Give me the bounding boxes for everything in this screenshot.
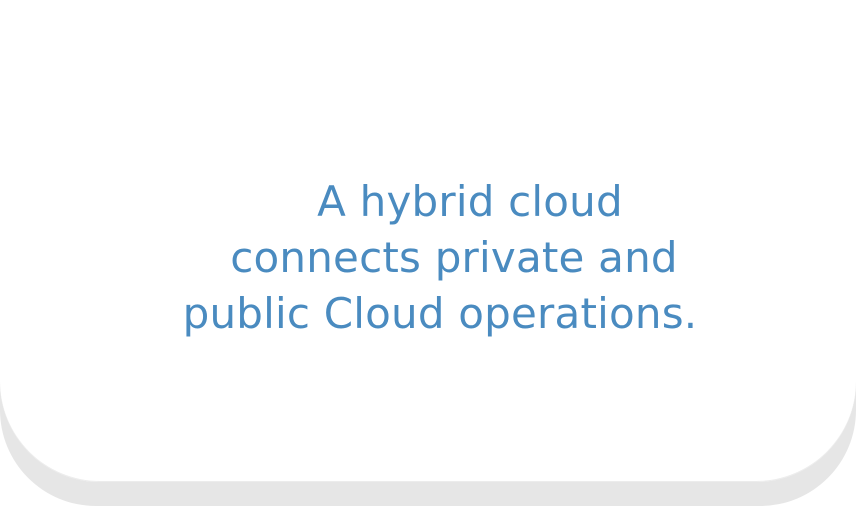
card-message: A hybrid cloud connects private and publ… <box>130 174 750 342</box>
message-line-2: connects private and <box>230 233 678 282</box>
message-line-1: A hybrid cloud <box>317 177 623 226</box>
info-card: A hybrid cloud connects private and publ… <box>0 0 856 482</box>
message-line-3: public Cloud operations. <box>182 289 698 338</box>
